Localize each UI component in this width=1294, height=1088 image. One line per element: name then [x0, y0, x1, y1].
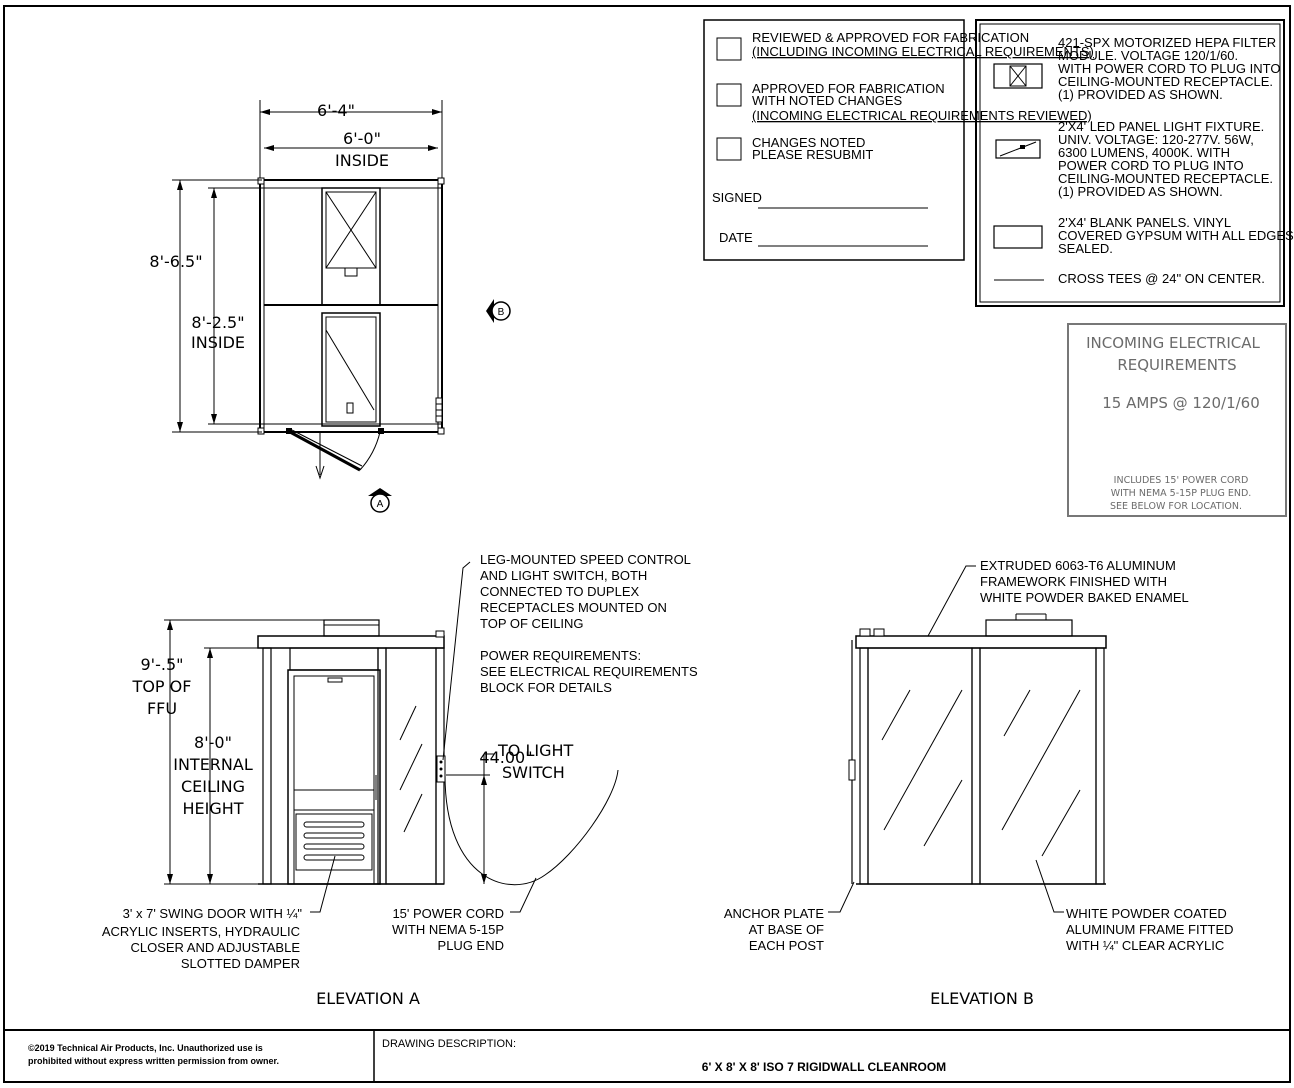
led-panel-icon [995, 139, 1041, 159]
legend-block: 421-SPX MOTORIZED HEPA FILTER MODULE. VO… [975, 19, 1294, 307]
note-speed-2: AND LIGHT SWITCH, BOTH [480, 568, 647, 583]
inside-label: INSIDE [335, 151, 389, 170]
note-door-1: 3' x 7' SWING DOOR WITH ¼" [123, 906, 303, 921]
approval-checkbox-3[interactable] [716, 137, 742, 161]
signed-label: SIGNED [712, 190, 762, 205]
elevation-a: 44.00" TO LIGHT SWITCH 9'-.5" TOP OF FFU… [102, 552, 698, 1008]
electrical-note-3: SEE BELOW FOR LOCATION. [1110, 501, 1242, 512]
legend-led-line-2: UNIV. VOLTAGE: 120-277V. 56W, [1058, 132, 1254, 147]
legend-led-line-5: CEILING-MOUNTED RECEPTACLE. [1058, 171, 1273, 186]
approval-item-2-line1: APPROVED FOR FABRICATION [752, 81, 945, 96]
title-block: ©2019 Technical Air Products, Inc. Unaut… [4, 1029, 1290, 1082]
dim-outside-depth: 8'-6.5" [149, 252, 202, 271]
legend-hepa-line-3: WITH POWER CORD TO PLUG INTO [1058, 61, 1280, 76]
note-power-2: SEE ELECTRICAL REQUIREMENTS [480, 664, 698, 679]
note-acrylic-2: ALUMINUM FRAME FITTED [1066, 922, 1234, 937]
note-cord-1: 15' POWER CORD [392, 906, 504, 921]
switch-dim: 44.00" [479, 748, 532, 767]
approval-item-3-line2: PLEASE RESUBMIT [752, 147, 873, 162]
dim-inside-depth: 8'-2.5" [191, 313, 244, 332]
height-total-l3: FFU [147, 699, 177, 718]
note-speed-3: CONNECTED TO DUPLEX [480, 584, 639, 599]
note-acrylic-1: WHITE POWDER COATED [1066, 906, 1227, 921]
note-door-3: CLOSER AND ADJUSTABLE [130, 940, 300, 955]
drawing-description-label: DRAWING DESCRIPTION: [382, 1038, 516, 1050]
drawing-border [3, 5, 1291, 1083]
dim-inside-width: 6'-0" [343, 129, 381, 148]
note-power-1: POWER REQUIREMENTS: [480, 648, 641, 663]
switch-label-l3: SWITCH [502, 763, 565, 782]
legend-blank-line-1: 2'X4' BLANK PANELS. VINYL [1058, 215, 1231, 230]
height-total: 9'-.5" [141, 655, 184, 674]
legend-crosstee-line-1: CROSS TEES @ 24" ON CENTER. [1058, 271, 1265, 286]
legend-hepa-line-1: 421-SPX MOTORIZED HEPA FILTER [1058, 35, 1276, 50]
legend-blank-line-2: COVERED GYPSUM WITH ALL EDGES [1058, 228, 1294, 243]
legend-hepa-line-2: MODULE. VOLTAGE 120/1/60. [1058, 48, 1238, 63]
legend-led-line-4: POWER CORD TO PLUG INTO [1058, 158, 1244, 173]
note-power-3: BLOCK FOR DETAILS [480, 680, 612, 695]
electrical-title-2: REQUIREMENTS [1117, 356, 1236, 374]
height-total-l2: TOP OF [132, 677, 192, 696]
approval-item-1-line1: REVIEWED & APPROVED FOR FABRICATION [752, 30, 1029, 45]
note-anchor-2: AT BASE OF [749, 922, 824, 937]
note-door-2: ACRYLIC INSERTS, HYDRAULIC [102, 924, 300, 939]
note-door-4: SLOTTED DAMPER [181, 956, 300, 971]
elevation-a-title: ELEVATION A [316, 989, 420, 1008]
note-speed-1: LEG-MOUNTED SPEED CONTROL [480, 552, 691, 567]
legend-led-line-6: (1) PROVIDED AS SHOWN. [1058, 184, 1223, 199]
note-cord-2: WITH NEMA 5-15P [392, 922, 504, 937]
approval-item-2-line2: WITH NOTED CHANGES [752, 93, 903, 108]
blank-panel-icon [993, 225, 1043, 249]
electrical-title-1: INCOMING ELECTRICAL [1086, 334, 1260, 352]
dim-outside-width: 6'-4" [317, 101, 355, 120]
inside-label-2: INSIDE [191, 333, 245, 352]
note-cord-3: PLUG END [438, 938, 504, 953]
svg-text:A: A [377, 499, 384, 510]
electrical-note-2: WITH NEMA 5-15P PLUG END. [1111, 488, 1252, 499]
copyright-line-2: prohibited without express written permi… [28, 1056, 279, 1066]
height-ceiling-l4: HEIGHT [182, 799, 243, 818]
note-frame-3: WHITE POWDER BAKED ENAMEL [980, 590, 1189, 605]
legend-hepa-line-5: (1) PROVIDED AS SHOWN. [1058, 87, 1223, 102]
elevation-b: EXTRUDED 6063-T6 ALUMINUM FRAMEWORK FINI… [724, 558, 1234, 1008]
hepa-filter-icon [993, 63, 1043, 89]
switch-label-l2: TO LIGHT [497, 741, 574, 760]
approval-checkbox-1[interactable] [716, 37, 742, 61]
approval-item-1-line2: (INCLUDING INCOMING ELECTRICAL REQUIREME… [752, 44, 1094, 59]
note-anchor-3: EACH POST [749, 938, 824, 953]
electrical-rating: 15 AMPS @ 120/1/60 [1102, 394, 1260, 412]
svg-text:B: B [498, 307, 505, 318]
note-frame-1: EXTRUDED 6063-T6 ALUMINUM [980, 558, 1176, 573]
drawing-description-value: 6' X 8' X 8' ISO 7 RIGIDWALL CLEANROOM [702, 1060, 946, 1074]
copyright-line-1: ©2019 Technical Air Products, Inc. Unaut… [28, 1043, 263, 1053]
legend-led-line-1: 2'X4' LED PANEL LIGHT FIXTURE. [1058, 119, 1264, 134]
note-anchor-1: ANCHOR PLATE [724, 906, 824, 921]
elevation-b-title: ELEVATION B [930, 989, 1034, 1008]
section-marker-a: A [368, 488, 392, 513]
approval-block: REVIEWED & APPROVED FOR FABRICATION (INC… [703, 19, 1094, 261]
approval-checkbox-2[interactable] [716, 83, 742, 107]
height-ceiling-l2: INTERNAL [173, 755, 253, 774]
note-acrylic-3: WITH ¼" CLEAR ACRYLIC [1066, 938, 1224, 953]
height-ceiling-l3: CEILING [181, 777, 245, 796]
date-label: DATE [719, 230, 753, 245]
height-ceiling: 8'-0" [194, 733, 232, 752]
note-speed-4: RECEPTACLES MOUNTED ON [480, 600, 667, 615]
note-frame-2: FRAMEWORK FINISHED WITH [980, 574, 1167, 589]
legend-hepa-line-4: CEILING-MOUNTED RECEPTACLE. [1058, 74, 1273, 89]
approval-item-2-line3: (INCOMING ELECTRICAL REQUIREMENTS REVIEW… [752, 108, 1092, 123]
legend-blank-line-3: SEALED. [1058, 241, 1113, 256]
electrical-requirements-block: INCOMING ELECTRICAL REQUIREMENTS 15 AMPS… [1067, 323, 1287, 517]
section-marker-b: B [486, 299, 511, 323]
legend-led-line-3: 6300 LUMENS, 4000K. WITH [1058, 145, 1230, 160]
plan-view: 6'-4" 6'-0" INSIDE [149, 100, 511, 513]
note-speed-5: TOP OF CEILING [480, 616, 584, 631]
electrical-note-1: INCLUDES 15' POWER CORD [1114, 475, 1249, 486]
approval-item-3-line1: CHANGES NOTED [752, 135, 865, 150]
